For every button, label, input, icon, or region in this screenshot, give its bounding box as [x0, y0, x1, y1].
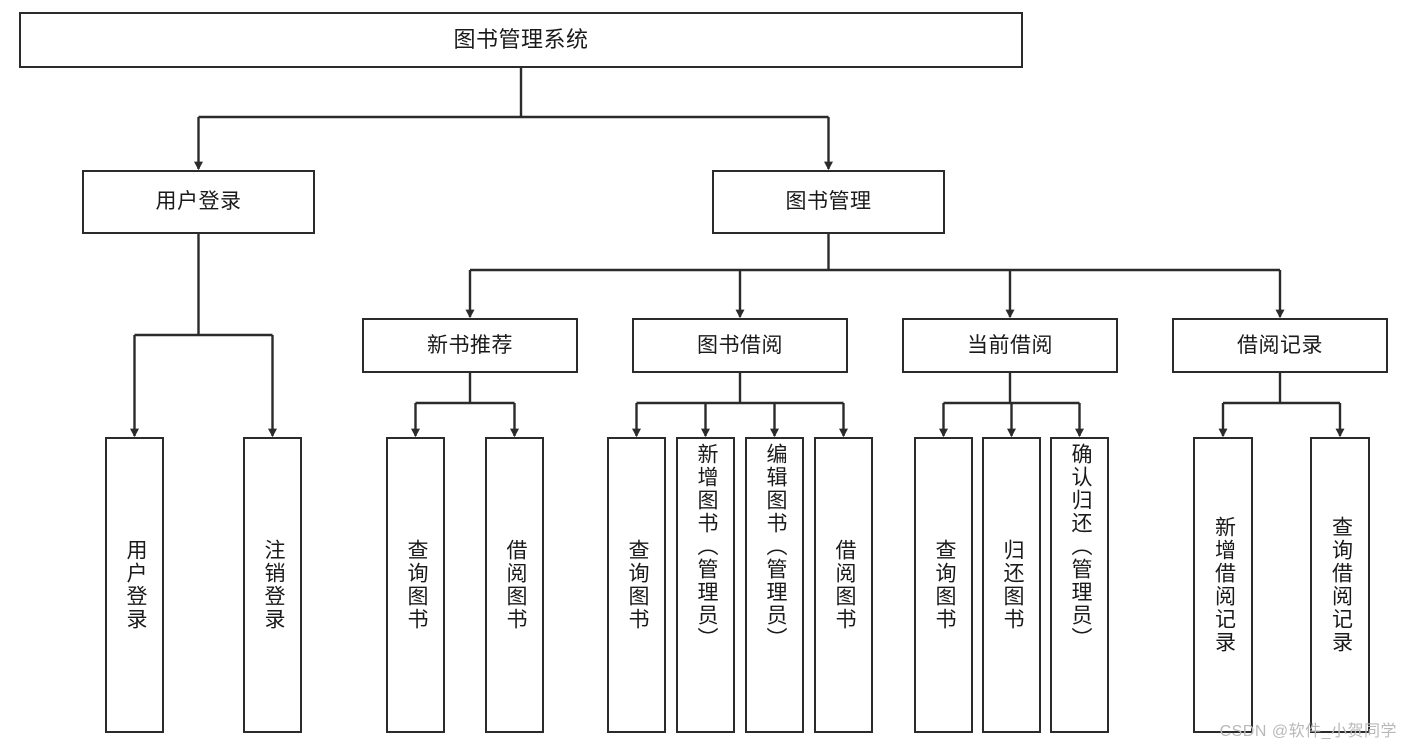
node-leaf-logout[interactable]: 注销登录 — [243, 437, 302, 733]
node-leaf-return-book[interactable]: 归还图书 — [982, 437, 1041, 733]
node-label: 图书管理 — [785, 190, 872, 214]
node-label-wrap: 查询图书 — [609, 439, 664, 731]
node-label-wrap: 查询图书 — [388, 439, 443, 731]
node-label-wrap: 注销登录 — [245, 439, 300, 731]
node-label: 用户登录 — [123, 539, 147, 631]
node-leaf-add-book[interactable]: 新增图书（管理员） — [676, 437, 735, 733]
node-label: 查询图书 — [932, 539, 956, 631]
node-leaf-borrow-book-1[interactable]: 借阅图书 — [485, 437, 544, 733]
node-leaf-user-login[interactable]: 用户登录 — [105, 437, 164, 733]
node-book-manage[interactable]: 图书管理 — [712, 170, 945, 234]
node-label: 确认归还（管理员） — [1068, 443, 1092, 650]
node-label: 当前借阅 — [967, 333, 1053, 357]
node-label: 借阅图书 — [832, 539, 856, 631]
node-label: 借阅记录 — [1237, 333, 1323, 357]
node-label: 借阅图书 — [503, 539, 527, 631]
node-leaf-confirm-return[interactable]: 确认归还（管理员） — [1050, 437, 1109, 733]
node-leaf-edit-book[interactable]: 编辑图书（管理员） — [745, 437, 804, 733]
node-book-borrow[interactable]: 图书借阅 — [632, 318, 848, 373]
node-new-book-recommend[interactable]: 新书推荐 — [362, 318, 578, 373]
node-label: 查询图书 — [404, 539, 428, 631]
node-label: 查询借阅记录 — [1329, 516, 1353, 654]
node-leaf-query-book-1[interactable]: 查询图书 — [386, 437, 445, 733]
node-label: 查询图书 — [625, 539, 649, 631]
node-label: 新书推荐 — [427, 333, 513, 357]
node-label-wrap: 用户登录 — [107, 439, 162, 731]
node-borrow-record[interactable]: 借阅记录 — [1172, 318, 1388, 373]
node-user-login[interactable]: 用户登录 — [82, 170, 315, 234]
node-leaf-add-record[interactable]: 新增借阅记录 — [1193, 437, 1253, 733]
node-label-wrap: 借阅图书 — [816, 439, 871, 731]
node-leaf-query-record[interactable]: 查询借阅记录 — [1310, 437, 1370, 733]
node-label: 新增借阅记录 — [1212, 516, 1236, 654]
node-label: 用户登录 — [155, 190, 242, 214]
node-leaf-borrow-book-2[interactable]: 借阅图书 — [814, 437, 873, 733]
node-label: 编辑图书（管理员） — [763, 443, 787, 650]
node-label-wrap: 新增借阅记录 — [1195, 439, 1251, 731]
node-label-wrap: 查询图书 — [916, 439, 971, 731]
node-label-wrap: 借阅图书 — [487, 439, 542, 731]
node-label: 归还图书 — [1000, 539, 1024, 631]
node-label-wrap: 确认归还（管理员） — [1052, 443, 1107, 650]
csdn-watermark: CSDN @软件_小贺同学 — [1219, 723, 1397, 740]
node-label-wrap: 查询借阅记录 — [1312, 439, 1368, 731]
connector-lines — [130, 68, 1345, 438]
node-label: 注销登录 — [261, 539, 285, 631]
node-root[interactable]: 图书管理系统 — [19, 12, 1023, 68]
node-label-wrap: 归还图书 — [984, 439, 1039, 731]
node-label-wrap: 新增图书（管理员） — [678, 443, 733, 650]
node-current-borrow[interactable]: 当前借阅 — [902, 318, 1118, 373]
node-label: 图书管理系统 — [453, 26, 589, 52]
node-label-wrap: 编辑图书（管理员） — [747, 443, 802, 650]
node-leaf-query-book-2[interactable]: 查询图书 — [607, 437, 666, 733]
node-label: 新增图书（管理员） — [694, 443, 718, 650]
node-leaf-query-book-3[interactable]: 查询图书 — [914, 437, 973, 733]
node-label: 图书借阅 — [697, 333, 783, 357]
